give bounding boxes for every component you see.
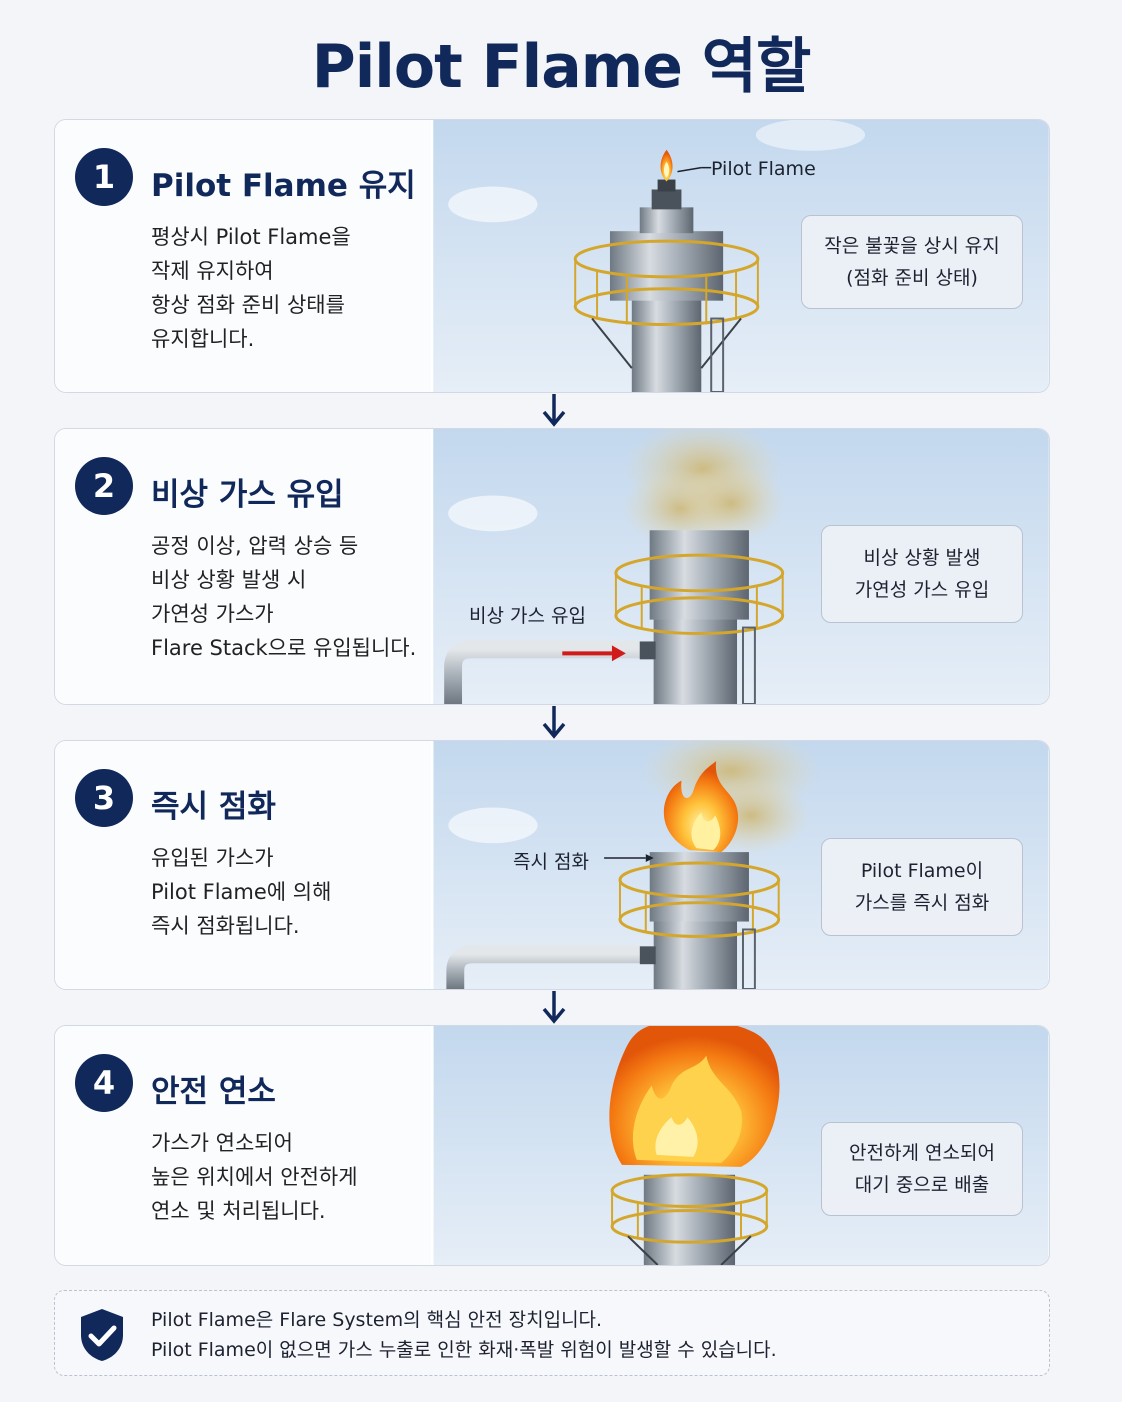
emergency-gas-label: 비상 가스 유입 (469, 605, 586, 627)
flare-stack-illustration: 즉시 점화 Pilot Flame이 가스를 즉시 점화 (431, 741, 1049, 989)
step-4-card: 4 안전 연소 가스가 연소되어 높은 위치에서 안전하게 연소 및 처리됩니다… (54, 1025, 1050, 1266)
step-number-badge: 3 (75, 769, 133, 827)
flare-stack-illustration: Pilot Flame 작은 불꽃을 상시 유지 (점화 준비 상태) (431, 120, 1049, 392)
step-description: 공정 이상, 압력 상승 등 비상 상황 발생 시 가연성 가스가 Flare … (151, 534, 417, 660)
step-title: 안전 연소 (151, 1074, 276, 1110)
step-text-column: 1 Pilot Flame 유지 평상시 Pilot Flame을 작제 유지하… (55, 120, 431, 392)
step-number-badge: 4 (75, 1054, 133, 1112)
page-title: Pilot Flame 역할 (311, 32, 811, 102)
step-text-column: 2 비상 가스 유입 공정 이상, 압력 상승 등 비상 상황 발생 시 가연성… (55, 429, 431, 704)
shield-check-icon (81, 1309, 123, 1361)
step-callout: 작은 불꽃을 상시 유지 (점화 준비 상태) (801, 215, 1023, 309)
ignition-label: 즉시 점화 (513, 851, 589, 873)
safety-note: Pilot Flame은 Flare System의 핵심 안전 장치입니다. … (54, 1290, 1050, 1376)
down-arrow-icon (542, 394, 566, 427)
flare-stack-illustration: 안전하게 연소되어 대기 중으로 배출 (431, 1026, 1049, 1265)
pilot-flame-label: Pilot Flame (711, 158, 816, 180)
step-text-column: 3 즉시 점화 유입된 가스가 Pilot Flame에 의해 즉시 점화됩니다… (55, 741, 431, 989)
safety-note-line-1: Pilot Flame은 Flare System의 핵심 안전 장치입니다. (151, 1309, 603, 1331)
safe-combustion-scene (433, 1026, 1049, 1265)
down-arrow-icon (542, 706, 566, 739)
step-number-badge: 1 (75, 148, 133, 206)
step-2-card: 2 비상 가스 유입 공정 이상, 압력 상승 등 비상 상황 발생 시 가연성… (54, 428, 1050, 705)
step-description: 평상시 Pilot Flame을 작제 유지하여 항상 점화 준비 상태를 유지… (151, 225, 351, 351)
step-title: Pilot Flame 유지 (151, 168, 416, 204)
step-callout: 비상 상황 발생 가연성 가스 유입 (821, 525, 1023, 623)
down-arrow-icon (542, 991, 566, 1024)
step-callout: 안전하게 연소되어 대기 중으로 배출 (821, 1122, 1023, 1216)
step-description: 가스가 연소되어 높은 위치에서 안전하게 연소 및 처리됩니다. (151, 1131, 358, 1223)
step-text-column: 4 안전 연소 가스가 연소되어 높은 위치에서 안전하게 연소 및 처리됩니다… (55, 1026, 431, 1265)
step-number-badge: 2 (75, 457, 133, 515)
step-title: 비상 가스 유입 (151, 477, 344, 513)
step-title: 즉시 점화 (151, 789, 276, 825)
step-description: 유입된 가스가 Pilot Flame에 의해 즉시 점화됩니다. (151, 846, 332, 938)
step-3-card: 3 즉시 점화 유입된 가스가 Pilot Flame에 의해 즉시 점화됩니다… (54, 740, 1050, 990)
safety-note-line-2: Pilot Flame이 없으면 가스 누출로 인한 화재·폭발 위험이 발생할… (151, 1339, 777, 1361)
step-1-card: 1 Pilot Flame 유지 평상시 Pilot Flame을 작제 유지하… (54, 119, 1050, 393)
flare-stack-illustration: 비상 가스 유입 비상 상황 발생 가연성 가스 유입 (431, 429, 1049, 704)
step-callout: Pilot Flame이 가스를 즉시 점화 (821, 838, 1023, 936)
